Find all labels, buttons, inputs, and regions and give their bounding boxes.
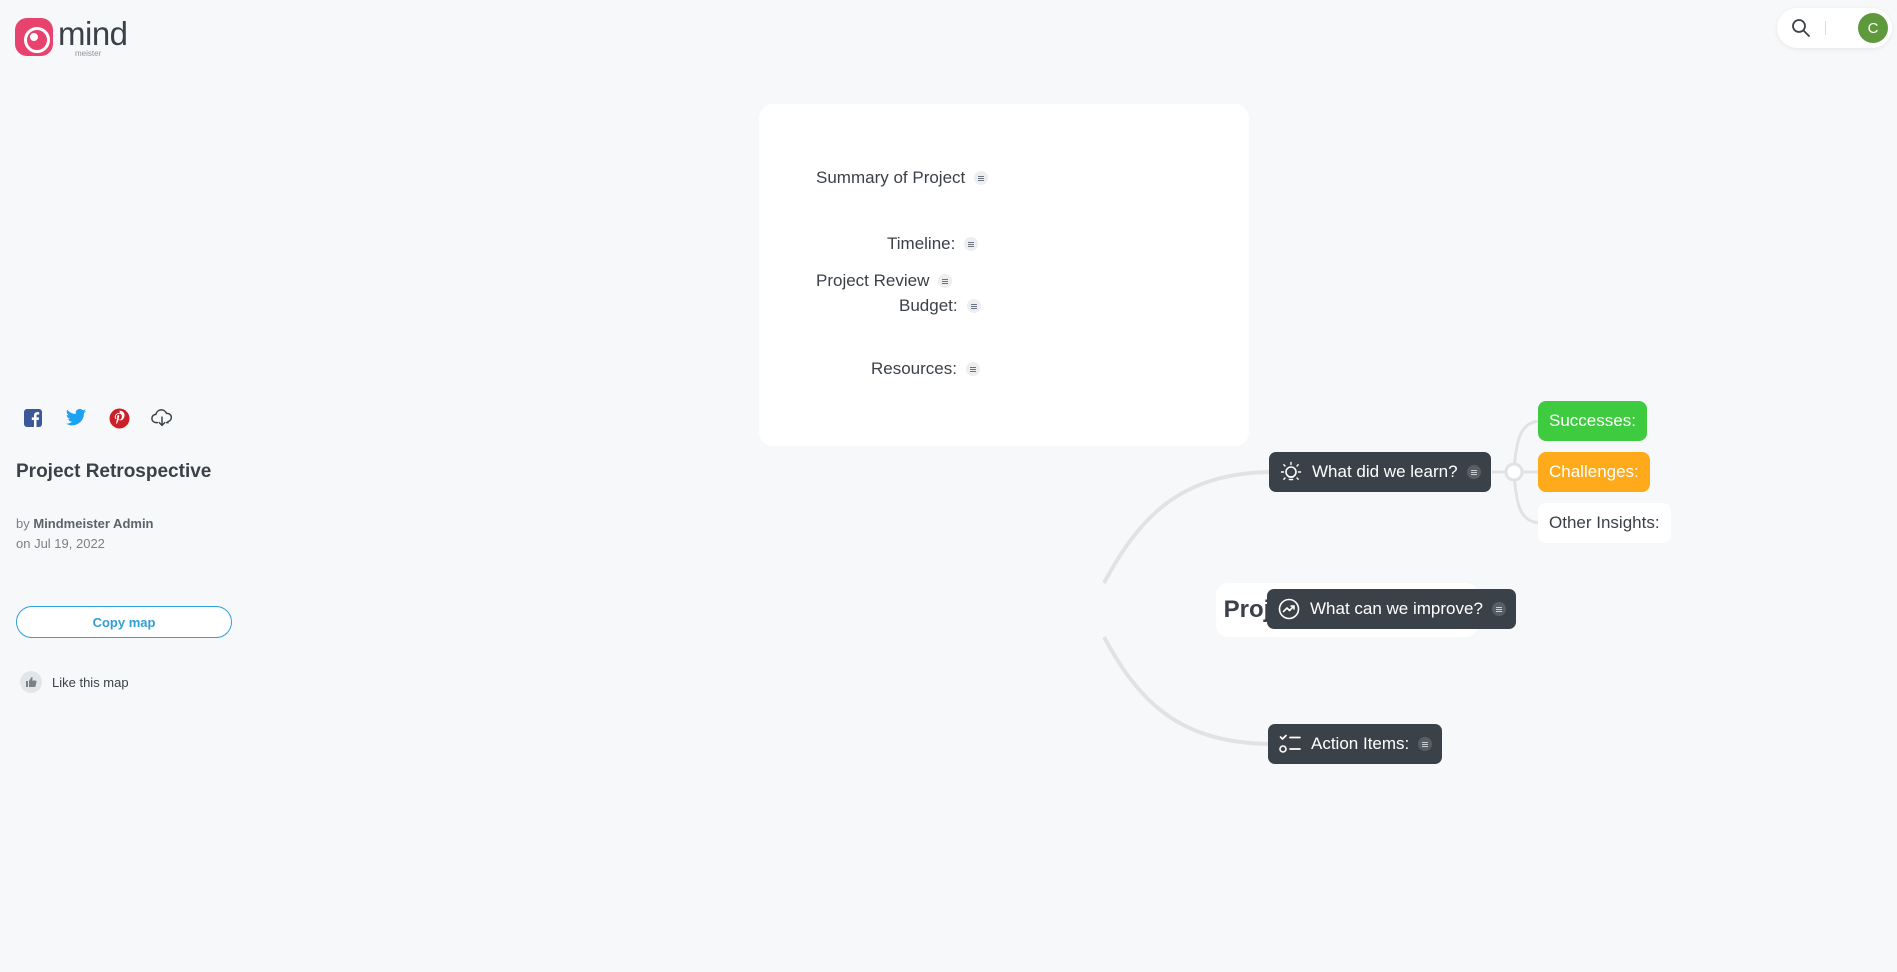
node-timeline[interactable]: Timeline: <box>887 234 979 254</box>
node-label: What did we learn? <box>1312 462 1458 481</box>
logo-text: mind <box>58 15 128 52</box>
like-map-button[interactable]: Like this map <box>20 671 129 693</box>
top-toolbar: C <box>1777 8 1892 48</box>
node-challenges[interactable]: Challenges: <box>1538 452 1650 492</box>
note-icon[interactable] <box>1491 602 1506 616</box>
author-name[interactable]: Mindmeister Admin <box>33 516 154 531</box>
node-other-insights[interactable]: Other Insights: <box>1538 503 1671 543</box>
mindmeister-logo[interactable]: mind meister <box>15 15 128 58</box>
user-avatar[interactable]: C <box>1858 13 1888 43</box>
by-prefix: by <box>16 516 30 531</box>
note-icon[interactable] <box>964 237 979 251</box>
note-icon[interactable] <box>965 362 980 376</box>
facebook-icon[interactable] <box>22 407 44 429</box>
node-successes[interactable]: Successes: <box>1538 401 1647 441</box>
twitter-icon[interactable] <box>65 407 87 429</box>
node-label: Project Review <box>816 271 930 290</box>
sidebar: mind meister Project Retrospective by Mi… <box>0 0 258 972</box>
note-icon[interactable] <box>1466 465 1481 479</box>
node-label: Resources: <box>871 359 957 378</box>
map-title: Project Retrospective <box>16 461 212 482</box>
project-review-card[interactable] <box>759 104 1249 446</box>
pinterest-icon[interactable] <box>108 407 130 429</box>
node-label: Action Items: <box>1311 734 1410 753</box>
node-label: Summary of Project <box>816 168 966 187</box>
node-summary-of-project[interactable]: Summary of Project <box>816 168 989 188</box>
logo-mark-icon <box>15 18 53 56</box>
trend-up-icon <box>1277 597 1301 621</box>
like-map-label: Like this map <box>52 674 129 690</box>
note-icon[interactable] <box>1418 737 1433 751</box>
node-label: Timeline: <box>887 234 956 253</box>
toolbar-divider <box>1825 21 1826 35</box>
map-meta: by Mindmeister Admin on Jul 19, 2022 <box>16 514 154 554</box>
copy-map-button[interactable]: Copy map <box>16 606 232 638</box>
note-icon[interactable] <box>966 299 981 313</box>
node-budget[interactable]: Budget: <box>899 296 981 316</box>
node-resources[interactable]: Resources: <box>871 359 980 379</box>
mind-map-canvas[interactable]: Summary of Project Timeline: Budget: Res… <box>258 0 1897 972</box>
logo-subtext: meister <box>75 49 102 58</box>
search-icon[interactable] <box>1791 18 1811 43</box>
map-date: on Jul 19, 2022 <box>16 536 105 551</box>
note-icon[interactable] <box>974 171 989 185</box>
lightbulb-icon <box>1279 460 1303 484</box>
cloud-download-icon[interactable] <box>151 407 173 429</box>
thumbs-up-icon <box>20 671 42 693</box>
note-icon[interactable] <box>938 274 953 288</box>
node-what-did-we-learn[interactable]: What did we learn? <box>1269 452 1491 492</box>
node-what-can-we-improve[interactable]: What can we improve? <box>1267 589 1516 629</box>
social-share-bar <box>22 407 173 429</box>
node-label: What can we improve? <box>1310 599 1483 618</box>
node-action-items[interactable]: Action Items: <box>1268 724 1443 764</box>
checklist-icon <box>1278 732 1302 756</box>
node-label: Budget: <box>899 296 958 315</box>
node-project-review[interactable]: Project Review <box>816 271 953 291</box>
